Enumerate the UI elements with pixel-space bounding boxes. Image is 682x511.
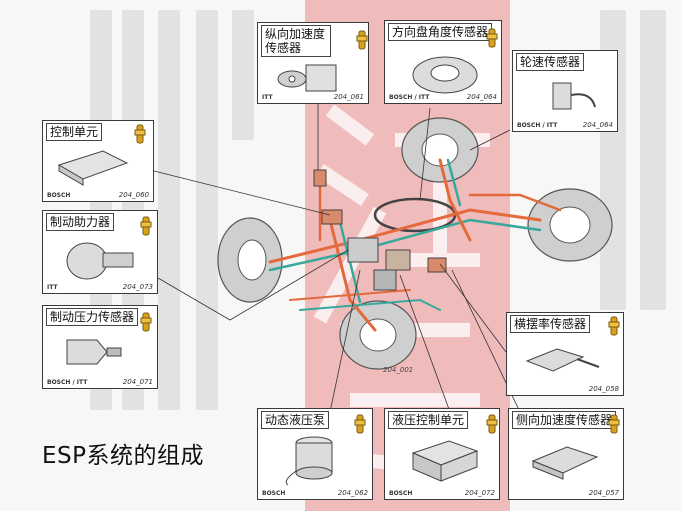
hydraulic-unit-code: 204_072 <box>464 489 495 497</box>
control-unit-brand: BOSCH <box>47 192 71 199</box>
hydraulic-unit-box: 液压控制单元 BOSCH 204_072 <box>384 408 500 500</box>
brake-booster-code: 204_073 <box>122 283 153 291</box>
brake-pressure-sensor-icon <box>66 339 122 365</box>
long-accel-sensor-brand: ITT <box>262 94 273 101</box>
wheel-front-left <box>401 117 479 183</box>
clip-icon <box>140 312 152 332</box>
brake-booster-box: 制动助力器 ITT 204_073 <box>42 210 158 294</box>
steering-angle-sensor-code: 204_064 <box>466 93 497 101</box>
hydraulic-unit-brand: BOSCH <box>389 490 413 497</box>
brake-pressure-sensor-brand: BOSCH / ITT <box>47 379 88 386</box>
yaw-rate-sensor-box: 横摆率传感器 204_058 <box>506 312 624 396</box>
control-unit-box: 控制单元 BOSCH 204_060 <box>42 120 154 202</box>
dynamic-pump-label: 动态液压泵 <box>261 411 330 429</box>
clip-icon <box>354 414 366 434</box>
wheel-speed-sensor-label: 轮速传感器 <box>516 53 585 71</box>
hydraulic-unit-label: 液压控制单元 <box>388 411 469 429</box>
clip-icon <box>608 414 620 434</box>
wheel-speed-sensor-code: 204_064 <box>582 121 613 129</box>
brake-pressure-sensor-label: 制动压力传感器 <box>46 308 139 326</box>
leader-lines <box>149 104 521 413</box>
lat-accel-sensor-label: 侧向加速度传感器 <box>512 411 617 429</box>
diagram-code: 204_001 <box>383 366 414 374</box>
clip-icon <box>486 28 498 48</box>
brake-booster-brand: ITT <box>47 284 58 291</box>
steering-angle-sensor-box: 方向盘角度传感器 BOSCH / ITT 204_064 <box>384 20 502 104</box>
control-unit-label: 控制单元 <box>46 123 103 141</box>
wheel-rear-left <box>217 217 283 303</box>
wheel-front-right <box>527 188 613 262</box>
wheel-rear-right <box>339 300 417 370</box>
brake-booster-icon <box>66 242 134 280</box>
figure-caption: ESP系统的组成 <box>42 443 205 469</box>
control-unit-icon <box>57 150 129 186</box>
clip-icon <box>134 124 146 144</box>
clip-icon <box>486 414 498 434</box>
lat-accel-sensor-icon <box>531 446 599 480</box>
control-unit-code: 204_060 <box>118 191 149 199</box>
dynamic-pump-icon <box>285 436 333 486</box>
clip-icon <box>140 216 152 236</box>
clip-icon <box>356 30 368 50</box>
brake-pressure-sensor-box: 制动压力传感器 BOSCH / ITT 204_071 <box>42 305 158 389</box>
yaw-rate-sensor-label: 横摆率传感器 <box>510 315 591 333</box>
wheel-speed-sensor-icon <box>552 82 596 110</box>
central-modules <box>313 169 447 291</box>
hydraulic-unit-icon <box>411 440 479 482</box>
yaw-rate-sensor-code: 204_058 <box>588 385 619 393</box>
brake-booster-label: 制动助力器 <box>46 213 115 231</box>
wheel-speed-sensor-box: 轮速传感器 BOSCH / ITT 204_064 <box>512 50 618 132</box>
dynamic-pump-box: 动态液压泵 BOSCH 204_062 <box>257 408 373 500</box>
steering-angle-sensor-icon <box>412 56 478 94</box>
steering-angle-sensor-brand: BOSCH / ITT <box>389 94 430 101</box>
steering-angle-sensor-label: 方向盘角度传感器 <box>388 23 493 41</box>
long-accel-sensor-code: 204_061 <box>333 93 364 101</box>
dynamic-pump-brand: BOSCH <box>262 490 286 497</box>
long-accel-sensor-label: 纵向加速度传感器 <box>261 25 331 57</box>
lat-accel-sensor-code: 204_057 <box>588 489 619 497</box>
long-accel-sensor-icon <box>277 64 337 92</box>
long-accel-sensor-box: 纵向加速度传感器 ITT 204_061 <box>257 22 369 104</box>
wheel-speed-sensor-brand: BOSCH / ITT <box>517 122 558 129</box>
yaw-rate-sensor-icon <box>525 348 600 372</box>
brake-pressure-sensor-code: 204_071 <box>122 378 153 386</box>
chassis-lines <box>268 158 562 332</box>
dynamic-pump-code: 204_062 <box>337 489 368 497</box>
lat-accel-sensor-box: 侧向加速度传感器 204_057 <box>508 408 624 500</box>
clip-icon <box>608 316 620 336</box>
